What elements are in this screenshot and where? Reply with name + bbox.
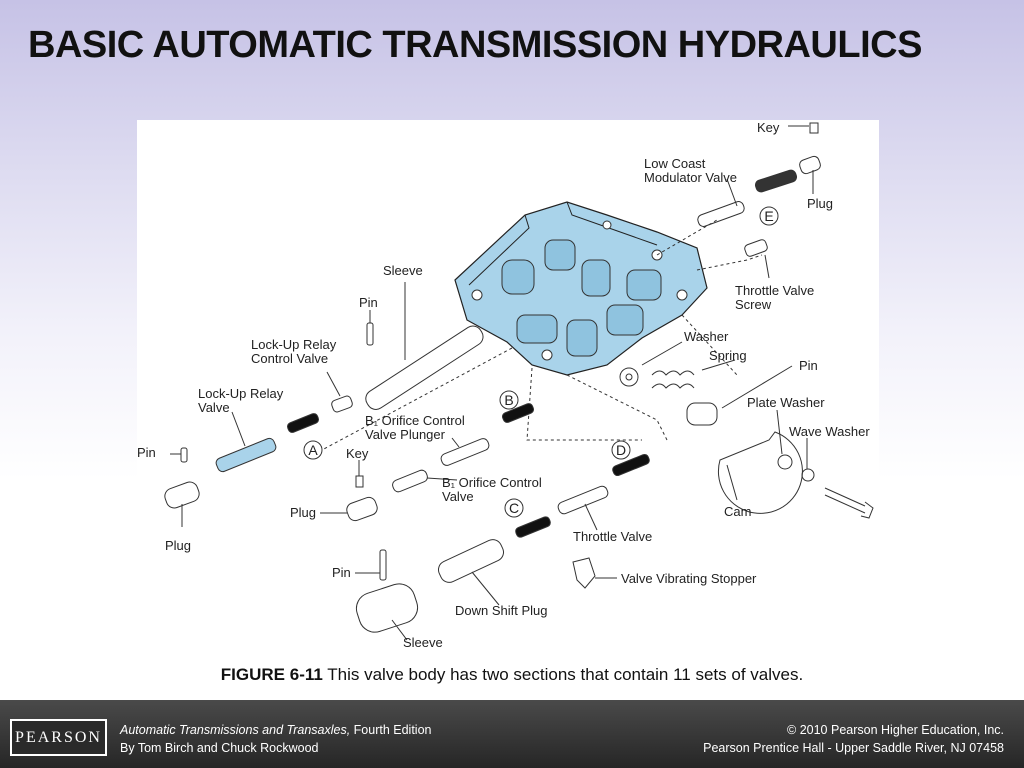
label-valve-vibrating-stopper: Valve Vibrating Stopper bbox=[621, 571, 757, 586]
pin-left-part bbox=[180, 447, 188, 463]
b1-valve-part bbox=[392, 469, 428, 493]
key-mid-part bbox=[355, 475, 364, 488]
label-b1-plunger-1: B₁ Orifice Control bbox=[365, 413, 465, 428]
caption-text: This valve body has two sections that co… bbox=[322, 665, 804, 684]
marker-d-letter: D bbox=[616, 442, 626, 458]
label-key-top: Key bbox=[757, 120, 780, 135]
label-throttle-screw-1: Throttle Valve bbox=[735, 283, 814, 298]
marker-a-letter: A bbox=[308, 442, 318, 458]
wave-washer-part bbox=[801, 468, 815, 482]
plug-left-part bbox=[164, 481, 200, 509]
label-lockup-relay-valve-2: Valve bbox=[198, 400, 230, 415]
sleeve-bottom-part bbox=[355, 583, 419, 633]
label-cam: Cam bbox=[724, 504, 751, 519]
bolt-part bbox=[824, 487, 874, 519]
spring-coil-part bbox=[651, 370, 695, 389]
plug-mid-part bbox=[346, 496, 378, 522]
slide-footer: PEARSON Automatic Transmissions and Tran… bbox=[0, 700, 1024, 768]
marker-e-letter: E bbox=[764, 208, 773, 224]
label-plug-left: Plug bbox=[165, 538, 191, 553]
label-throttle-screw-2: Screw bbox=[735, 297, 772, 312]
label-throttle-valve: Throttle Valve bbox=[573, 529, 652, 544]
marker-d bbox=[611, 440, 631, 460]
book-title: Automatic Transmissions and Transaxles, bbox=[120, 723, 351, 737]
label-low-coast-1: Low Coast bbox=[644, 156, 706, 171]
spring-d bbox=[612, 453, 650, 477]
low-coast-spring bbox=[754, 169, 798, 193]
label-washer: Washer bbox=[684, 329, 729, 344]
valve-vibrating-stopper-part bbox=[572, 557, 596, 589]
book-authors: By Tom Birch and Chuck Rockwood bbox=[120, 741, 319, 755]
leader-lines bbox=[170, 125, 814, 641]
label-pin-right: Pin bbox=[799, 358, 818, 373]
label-b1-valve-2: Valve bbox=[442, 489, 474, 504]
valve-body-figure: E B A D C Key Low Coast Modulator Valve … bbox=[137, 120, 879, 650]
marker-c-letter: C bbox=[509, 500, 519, 516]
label-pin-bottom: Pin bbox=[332, 565, 351, 580]
marker-a bbox=[303, 440, 323, 460]
label-plate-washer: Plate Washer bbox=[747, 395, 825, 410]
label-sleeve-bottom: Sleeve bbox=[403, 635, 443, 650]
sleeve-top-part bbox=[365, 325, 484, 410]
pearson-logo: PEARSON bbox=[10, 719, 107, 756]
book-title-line: Automatic Transmissions and Transaxles, … bbox=[120, 723, 431, 737]
marker-e bbox=[759, 206, 779, 226]
b1-plunger-part bbox=[440, 438, 490, 466]
label-b1-valve-1: B₁ Orifice Control bbox=[442, 475, 542, 490]
figure-caption: FIGURE 6-11 This valve body has two sect… bbox=[0, 665, 1024, 685]
label-down-shift-plug: Down Shift Plug bbox=[455, 603, 548, 618]
copyright-notice: © 2010 Pearson Higher Education, Inc. bbox=[787, 723, 1004, 737]
label-plug-top: Plug bbox=[807, 196, 833, 211]
throttle-screw-part bbox=[744, 239, 768, 257]
publisher-line: Pearson Prentice Hall - Upper Saddle Riv… bbox=[703, 741, 1004, 755]
label-plug-mid: Plug bbox=[290, 505, 316, 520]
marker-b-letter: B bbox=[504, 392, 513, 408]
label-key-mid: Key bbox=[346, 446, 369, 461]
circled-markers bbox=[303, 206, 779, 518]
spring-c bbox=[515, 516, 551, 538]
cam-part bbox=[717, 431, 803, 514]
label-sleeve-top: Sleeve bbox=[383, 263, 423, 278]
low-coast-valve-part bbox=[697, 201, 745, 227]
label-b1-plunger-2: Valve Plunger bbox=[365, 427, 446, 442]
label-lockup-relay-valve-1: Lock-Up Relay bbox=[198, 386, 284, 401]
label-lockup-relay-control-2: Control Valve bbox=[251, 351, 328, 366]
plate-washer-part bbox=[777, 454, 793, 470]
key-top-part bbox=[809, 122, 819, 134]
label-lockup-relay-control-1: Lock-Up Relay bbox=[251, 337, 337, 352]
plug-top-part bbox=[799, 155, 821, 175]
down-shift-plug-part bbox=[437, 539, 505, 583]
washer-part bbox=[619, 367, 639, 387]
pin-mid-part bbox=[366, 322, 374, 346]
book-edition: Fourth Edition bbox=[350, 723, 432, 737]
lockup-relay-valve-part bbox=[215, 437, 277, 473]
exploded-view-diagram: E B A D C Key Low Coast Modulator Valve … bbox=[137, 120, 874, 650]
marker-b bbox=[499, 390, 519, 410]
lockup-control-valve-part bbox=[331, 395, 353, 413]
label-low-coast-2: Modulator Valve bbox=[644, 170, 737, 185]
label-pin-mid: Pin bbox=[359, 295, 378, 310]
throttle-valve-part bbox=[557, 485, 609, 515]
pin-right-part bbox=[686, 402, 718, 426]
marker-c bbox=[504, 498, 524, 518]
dashed-guides bbox=[321, 219, 763, 451]
slide-title: BASIC AUTOMATIC TRANSMISSION HYDRAULICS bbox=[28, 24, 922, 66]
label-spring: Spring bbox=[709, 348, 747, 363]
label-wave-washer: Wave Washer bbox=[789, 424, 870, 439]
spring-a bbox=[286, 413, 320, 433]
label-pin-left: Pin bbox=[137, 445, 156, 460]
valve-body bbox=[454, 201, 708, 376]
caption-label: FIGURE 6-11 bbox=[220, 665, 323, 684]
pin-bottom-part bbox=[379, 549, 387, 581]
spring-b bbox=[501, 403, 535, 423]
